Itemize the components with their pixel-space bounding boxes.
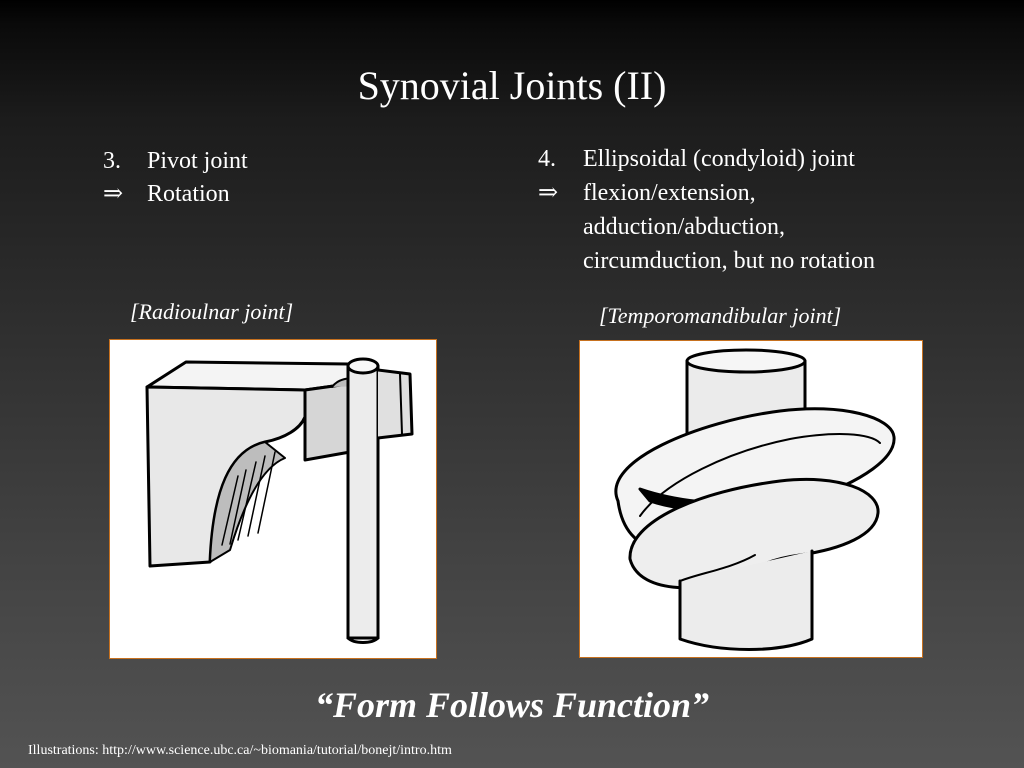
joint-name: Ellipsoidal (condyloid) joint (583, 146, 855, 172)
ellipsoidal-joint-item: 4. Ellipsoidal (condyloid) joint (538, 142, 875, 176)
pivot-joint-item: 3. Pivot joint (103, 145, 248, 178)
motion-text: Rotation (147, 181, 230, 207)
illustration-credit: Illustrations: http://www.science.ubc.ca… (28, 743, 452, 758)
implies-arrow-icon: ⇒ (538, 180, 559, 206)
motion-line-3: circumduction, but no rotation (583, 248, 875, 274)
item-number: 4. (538, 146, 556, 172)
temporomandibular-caption: [Temporomandibular joint] (599, 303, 842, 328)
item-number: 3. (103, 148, 121, 174)
pivot-joint-drawing (145, 357, 414, 644)
pivot-joint-illustration (109, 339, 437, 659)
pivot-joint-list: 3. Pivot joint ⇒ Rotation (103, 145, 248, 211)
ellipsoidal-joint-motion: ⇒ flexion/extension, (538, 176, 875, 210)
motion-line-2: adduction/abduction, (583, 214, 785, 240)
implies-arrow-icon: ⇒ (103, 181, 124, 207)
joint-name: Pivot joint (147, 148, 248, 174)
form-follows-function-quote: “Form Follows Function” (314, 685, 710, 725)
pivot-joint-motion: ⇒ Rotation (103, 178, 248, 211)
ellipsoidal-joint-drawing (614, 348, 896, 651)
ellipsoidal-joint-list: 4. Ellipsoidal (condyloid) joint ⇒ flexi… (538, 142, 875, 278)
slide-title: Synovial Joints (II) (357, 63, 667, 108)
motion-line-1: flexion/extension, (583, 180, 756, 206)
radioulnar-caption: [Radioulnar joint] (130, 299, 294, 324)
ellipsoidal-joint-illustration (579, 340, 923, 658)
